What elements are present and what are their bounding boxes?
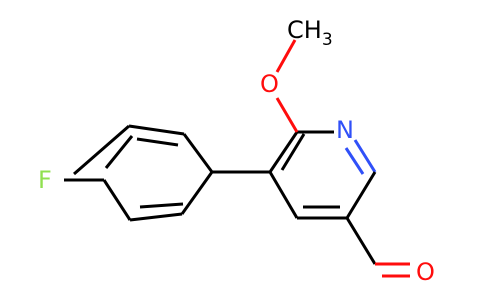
atom-aldehyde-oxygen: O [416, 258, 435, 286]
atom-methoxy-oxygen: O [260, 70, 279, 98]
bond-phenyl-c5-c6 [129, 212, 183, 222]
fluorophenyl-ring [73, 124, 214, 222]
bond-phenyl-c6-c1 [102, 179, 132, 221]
bond-phenyl-inner-3 [139, 202, 184, 209]
atom-nitrogen: N [336, 116, 354, 144]
bond-pyr-n-c2 [353, 139, 377, 173]
bond-pyr-inner-2 [344, 147, 365, 175]
bond-phenyl-c2-c3 [128, 124, 185, 136]
bond-pyr-c4-c5 [268, 171, 299, 219]
bond-c-cho [345, 217, 377, 265]
bond-phenyl-inner-1 [104, 135, 134, 169]
bond-pyr-inner-1 [280, 133, 306, 171]
bond-pyr-c5-c6 [268, 131, 299, 173]
atom-fluorine: F [38, 166, 52, 194]
methyl-subscript: 3 [322, 30, 333, 50]
methyl-label: CH [287, 16, 322, 44]
bond-phenyl-inner-2 [136, 137, 179, 147]
bond-phenyl-c3-c4 [182, 133, 214, 173]
bond-pyr-c2-c3 [345, 171, 377, 219]
pyridine-ring [268, 130, 377, 220]
bond-phenyl-c1-c2 [73, 124, 130, 176]
bond-phenyl-c4-c5 [180, 171, 214, 215]
bond-c-o-methoxy [275, 97, 299, 133]
atom-methyl: CH3 [287, 16, 333, 50]
bond-o-ch3 [275, 39, 297, 73]
